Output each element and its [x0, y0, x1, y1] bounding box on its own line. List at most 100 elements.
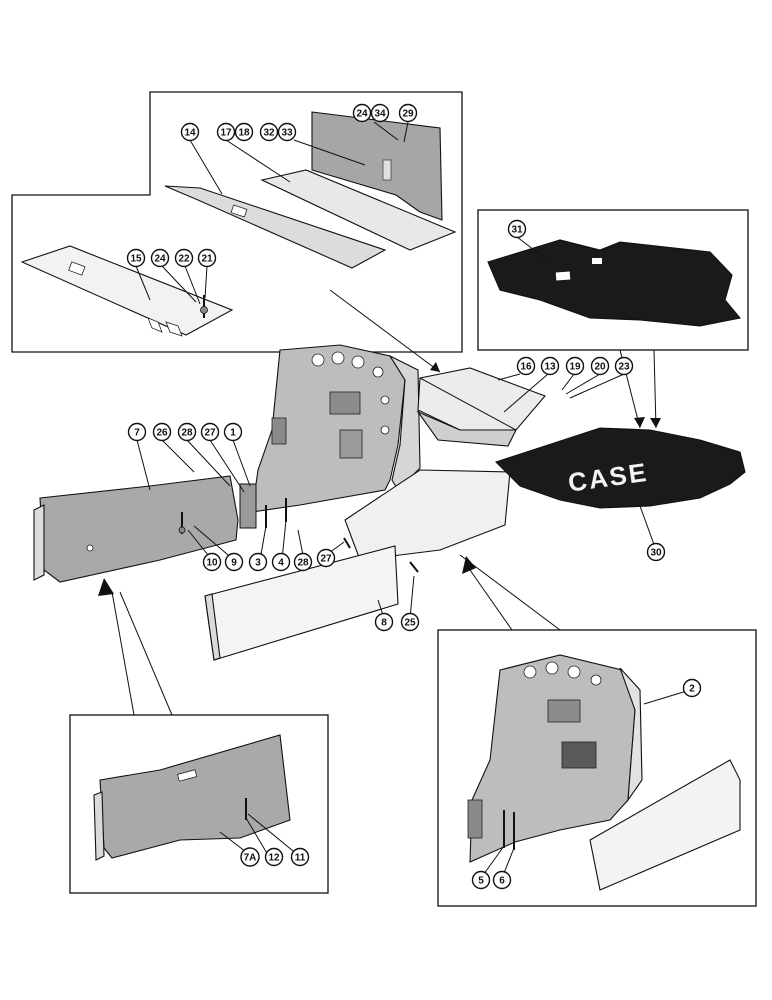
- callout-7a: 7A: [240, 847, 260, 867]
- callout-23: 23: [614, 356, 634, 376]
- callout-22: 22: [174, 248, 194, 268]
- callout-24-top: 24: [352, 103, 372, 123]
- panel-7a-flange: [93, 791, 105, 861]
- svg-text:25: 25: [404, 618, 416, 629]
- mat-detail-frame: [477, 209, 749, 351]
- svg-text:32: 32: [263, 128, 275, 139]
- callout-32: 32: [259, 122, 279, 142]
- callout-11: 11: [290, 847, 310, 867]
- svg-text:34: 34: [374, 109, 386, 120]
- svg-text:20: 20: [594, 362, 606, 373]
- callout-24-left: 24: [150, 248, 170, 268]
- callout-8: 8: [374, 612, 394, 632]
- svg-text:18: 18: [238, 128, 250, 139]
- callout-2: 2: [682, 678, 702, 698]
- svg-text:6: 6: [499, 876, 505, 887]
- svg-text:27: 27: [204, 428, 216, 439]
- console-hole-b: [331, 351, 345, 365]
- plate-14: [164, 185, 387, 269]
- bolt-27: [343, 537, 351, 549]
- callout-27-bottom: 27: [316, 548, 336, 568]
- svg-text:21: 21: [201, 254, 213, 265]
- svg-text:7A: 7A: [244, 853, 257, 864]
- mat-31-slot: [555, 271, 571, 281]
- floor-mat-31: [487, 239, 742, 327]
- console-2-panel: [561, 741, 597, 769]
- svg-text:13: 13: [544, 362, 556, 373]
- console-bracket-low: [339, 429, 363, 459]
- svg-text:33: 33: [281, 128, 293, 139]
- svg-text:31: 31: [511, 225, 523, 236]
- panel-7a-slot: [177, 769, 198, 782]
- panel-8-flange: [204, 593, 221, 661]
- svg-text:24: 24: [154, 254, 166, 265]
- callout-34: 34: [370, 103, 390, 123]
- floor-2: [589, 759, 741, 891]
- svg-text:9: 9: [231, 558, 237, 569]
- callout-28-top: 28: [177, 422, 197, 442]
- nut-10: [178, 526, 186, 534]
- console-2-hole-a: [523, 665, 537, 679]
- callout-29: 29: [398, 103, 418, 123]
- svg-text:19: 19: [569, 362, 581, 373]
- svg-text:2: 2: [689, 684, 695, 695]
- panel-7: [39, 475, 239, 583]
- floor-mat-30: [494, 427, 746, 509]
- svg-text:28: 28: [297, 558, 309, 569]
- callout-7: 7: [127, 422, 147, 442]
- plate-15-slot: [68, 261, 86, 276]
- console-2-hole-c: [567, 665, 581, 679]
- panel-7-flange: [33, 504, 45, 581]
- console-2: [469, 654, 636, 863]
- vertical-panel-32-33: [311, 111, 443, 221]
- console-side: [388, 354, 421, 491]
- svg-text:30: 30: [650, 548, 662, 559]
- callout-12: 12: [264, 847, 284, 867]
- callout-5: 5: [471, 870, 491, 890]
- callout-27-top: 27: [200, 422, 220, 442]
- leader-lines: [135, 121, 691, 879]
- svg-text:26: 26: [156, 428, 168, 439]
- callout-10: 10: [202, 552, 222, 572]
- panel-slot: [382, 159, 392, 181]
- svg-text:15: 15: [130, 254, 142, 265]
- mat-31-slot-b: [592, 258, 602, 264]
- svg-text:7: 7: [134, 428, 140, 439]
- console-hole-c: [351, 355, 365, 369]
- console-2-hole-d: [590, 674, 602, 686]
- callout-14: 14: [180, 122, 200, 142]
- bracket-1: [239, 483, 257, 529]
- callout-1: 1: [223, 422, 243, 442]
- callout-3: 3: [248, 552, 268, 572]
- svg-text:8: 8: [381, 618, 387, 629]
- console-2-bracket: [547, 699, 581, 723]
- plate-15-notch-b: [165, 321, 183, 337]
- plate-16-fold: [419, 377, 517, 431]
- console-2-hole-b: [545, 661, 559, 675]
- console-hole-d: [372, 366, 384, 378]
- callout-4: 4: [271, 552, 291, 572]
- console-hole-a: [311, 353, 325, 367]
- washer-22: [200, 306, 208, 314]
- callout-30: 30: [646, 542, 666, 562]
- svg-text:11: 11: [295, 853, 306, 864]
- callout-20: 20: [590, 356, 610, 376]
- svg-text:14: 14: [184, 128, 196, 139]
- callout-19: 19: [565, 356, 585, 376]
- callout-28-bottom: 28: [293, 552, 313, 572]
- svg-text:1: 1: [230, 428, 236, 439]
- detail-2-frame: [437, 629, 757, 907]
- plate-15-notch-a: [147, 317, 163, 333]
- console-hole-e: [380, 395, 390, 405]
- callout-9: 9: [224, 552, 244, 572]
- callout-21: 21: [197, 248, 217, 268]
- plate-slot: [230, 204, 248, 218]
- svg-text:5: 5: [478, 876, 484, 887]
- svg-text:4: 4: [278, 558, 284, 569]
- callout-26: 26: [152, 422, 172, 442]
- svg-text:12: 12: [268, 853, 280, 864]
- callout-15: 15: [126, 248, 146, 268]
- callout-33: 33: [277, 122, 297, 142]
- svg-text:28: 28: [181, 428, 193, 439]
